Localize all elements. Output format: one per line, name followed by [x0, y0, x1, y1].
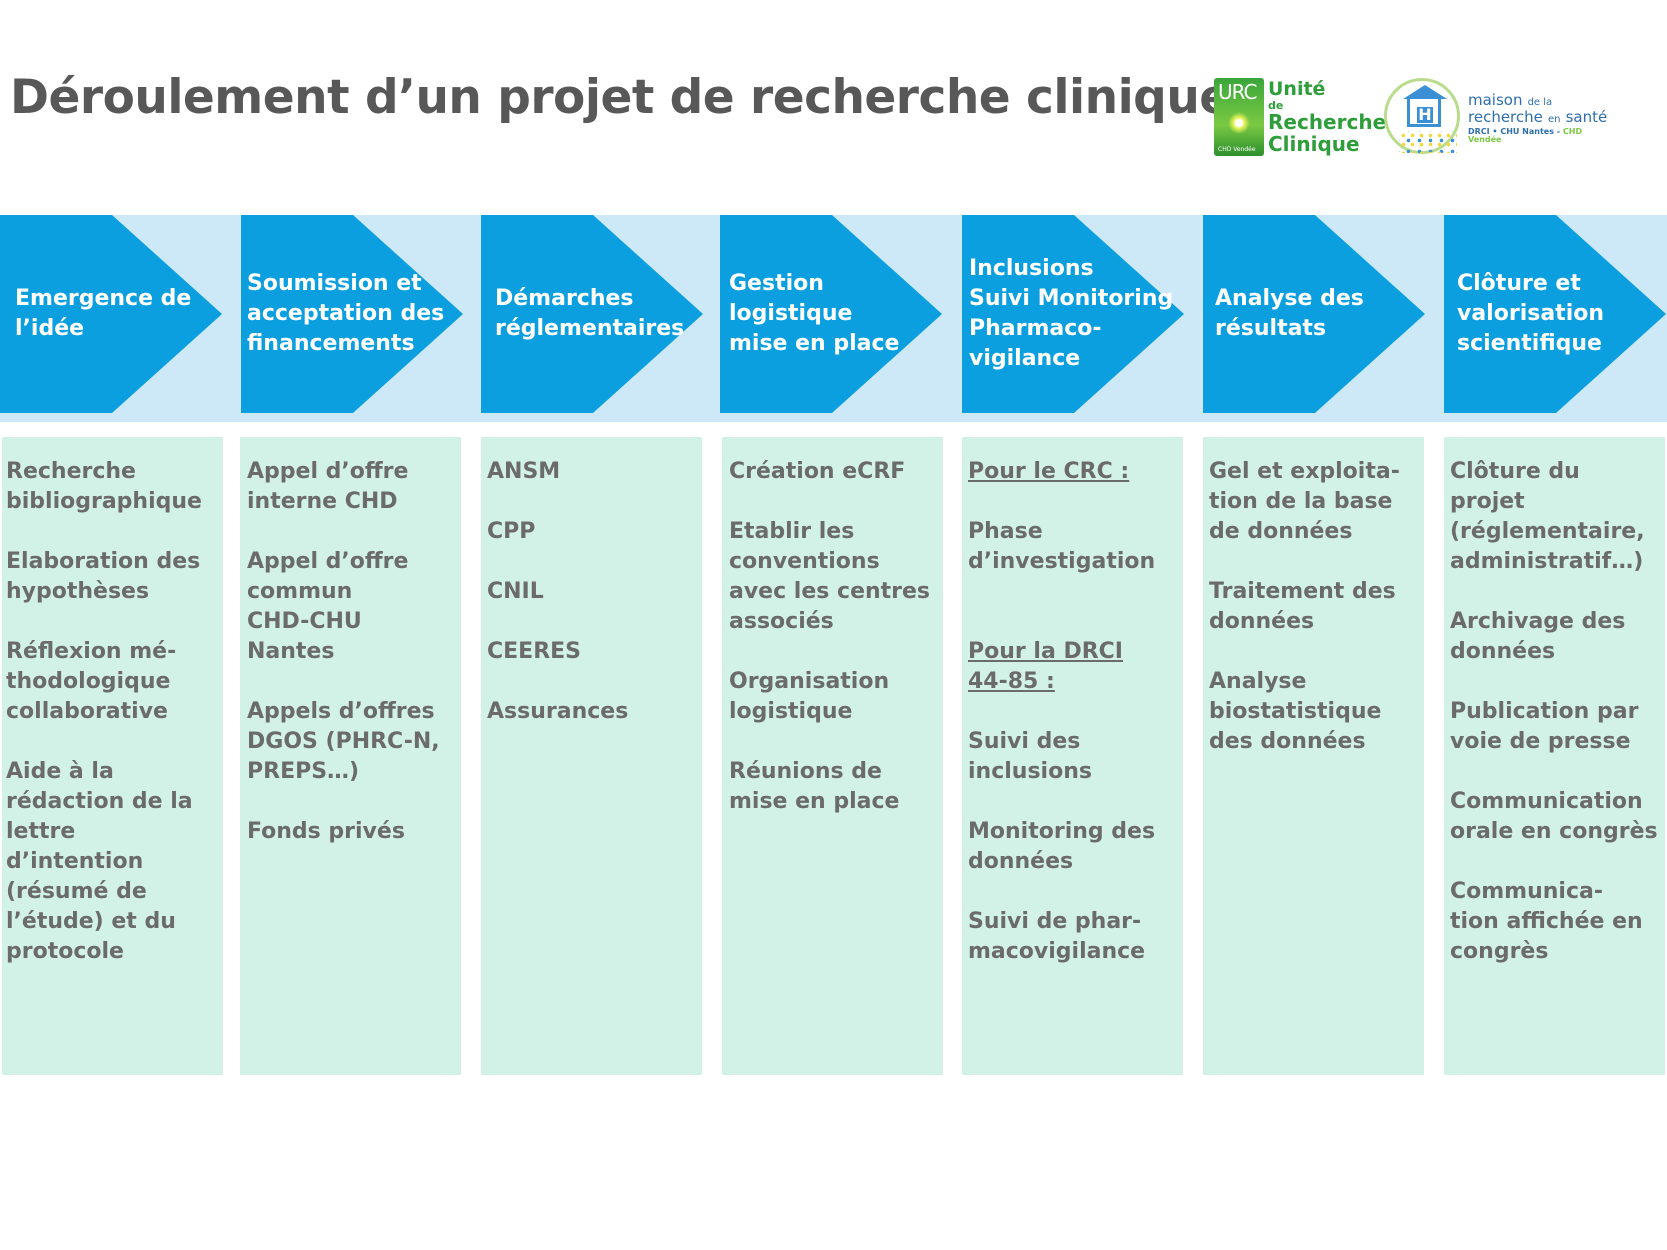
column-stage-3 — [481, 437, 702, 1075]
stage-6-items: Gel et exploita- tion de la base de donn… — [1209, 457, 1400, 757]
urc-wordmark: Unité de Recherche Clinique — [1268, 78, 1387, 156]
mrs-line-3-end: CHD Vendée — [1468, 126, 1583, 144]
stage-6-label: Analyse des résultats — [1215, 286, 1364, 341]
mrs-line-1-small: de la — [1527, 97, 1553, 108]
house-roof-icon — [1403, 85, 1447, 99]
list-item: Recherche bibliographique — [6, 459, 202, 514]
list-item: Suivi de phar- macovigilance — [968, 909, 1146, 964]
list-item: Appel d’offre interne CHD — [247, 459, 409, 514]
stage-7-label: Clôture et valorisation scientifique — [1457, 271, 1605, 356]
list-item: Analyse biostatistique des données — [1209, 669, 1382, 754]
page-title: Déroulement d’un projet de recherche cli… — [10, 70, 1231, 125]
list-item: CEERES — [487, 639, 582, 664]
urc-line-4: Clinique — [1268, 132, 1360, 156]
urc-badge-subtitle: CHD Vendée — [1218, 146, 1256, 153]
hospital-h-icon: H — [1417, 105, 1433, 124]
column-stage-6 — [1203, 437, 1424, 1075]
mrs-line-2: recherche — [1468, 107, 1543, 126]
spark-icon — [1228, 112, 1250, 134]
stage-7-items: Clôture du projet (réglementaire, admini… — [1450, 457, 1658, 967]
urc-line-1: Unité — [1268, 78, 1326, 100]
list-item: Phase d’investigation — [968, 519, 1156, 574]
urc-badge-icon: URC CHD Vendée — [1214, 78, 1264, 156]
urc-line-2: de — [1268, 99, 1284, 112]
mrs-wordmark: maison de la recherche en santé DRCI • C… — [1468, 92, 1614, 144]
list-item: Communication orale en congrès — [1450, 789, 1658, 844]
stage-3-label: Démarches réglementaires — [495, 286, 685, 341]
list-item: Suivi des inclusions — [968, 729, 1092, 784]
mrs-line-2-end: santé — [1565, 107, 1608, 126]
mrs-line-1: maison — [1468, 91, 1523, 109]
list-item: Traitement des données — [1209, 579, 1396, 634]
list-item: Etablir les conventions avec les centres… — [729, 519, 931, 634]
list-item: Clôture du projet (réglementaire, admini… — [1450, 459, 1645, 574]
list-item: Création eCRF — [729, 459, 906, 484]
mrs-line-3: DRCI • CHU Nantes - — [1468, 126, 1563, 136]
mrs-circle-icon: H — [1384, 78, 1460, 154]
list-item: Publication par voie de presse — [1450, 699, 1639, 754]
urc-line-3: Recherche — [1268, 110, 1387, 134]
stage-5-label: Inclusions Suivi Monitoring Pharmaco- vi… — [969, 256, 1174, 371]
list-item: Appels d’offres DGOS (PHRC-N, PREPS…) — [247, 699, 440, 784]
list-item: ANSM — [487, 459, 561, 484]
stage-2-label: Soumission et acceptation des financemen… — [247, 271, 445, 356]
drci-heading: Pour la DRCI 44-85 : — [968, 639, 1123, 694]
list-item: Assurances — [487, 699, 629, 724]
list-item: Communica- tion affichée en congrès — [1450, 879, 1643, 964]
column-stage-7 — [1444, 437, 1665, 1075]
list-item: Réunions de mise en place — [729, 759, 900, 814]
mrs-line-2-small: en — [1547, 113, 1561, 125]
list-item: Fonds privés — [247, 819, 405, 844]
list-item: Aide à la rédaction de la lettre d’inten… — [6, 759, 193, 964]
stage-1-label: Emergence de l’idée — [15, 286, 192, 341]
dots-pattern-icon — [1399, 131, 1457, 153]
list-item: Gel et exploita- tion de la base de donn… — [1209, 459, 1400, 544]
stage-4-label: Gestion logistique mise en place — [729, 271, 900, 356]
column-stage-2 — [240, 437, 461, 1075]
crc-heading: Pour le CRC : — [968, 459, 1130, 484]
list-item: Réflexion mé- thodologique collaborative — [6, 639, 177, 724]
stage-2-items: Appel d’offre interne CHD Appel d’offre c… — [247, 457, 440, 847]
list-item: CNIL — [487, 579, 544, 604]
stage-4-items: Création eCRF Etablir les conventions ave… — [729, 457, 930, 817]
list-item: Archivage des données — [1450, 609, 1626, 664]
list-item: CPP — [487, 519, 536, 544]
mrs-logo: H maison de la recherche en santé DRCI •… — [1384, 78, 1614, 158]
list-item: Appel d’offre commun CHD-CHU Nantes — [247, 549, 409, 664]
column-stage-5 — [962, 437, 1183, 1075]
house-icon — [1407, 97, 1441, 127]
column-stage-4 — [722, 437, 943, 1075]
urc-logo: URC CHD Vendée Unité de Recherche Cliniq… — [1214, 78, 1386, 160]
list-item: Elaboration des hypothèses — [6, 549, 201, 604]
list-item: Monitoring des données — [968, 819, 1156, 874]
list-item: Organisation logistique — [729, 669, 890, 724]
stage-3-items: ANSM CPP CNIL CEERES Assurances — [487, 457, 628, 727]
column-stage-1 — [2, 437, 223, 1075]
urc-badge-letters: URC — [1218, 80, 1258, 104]
